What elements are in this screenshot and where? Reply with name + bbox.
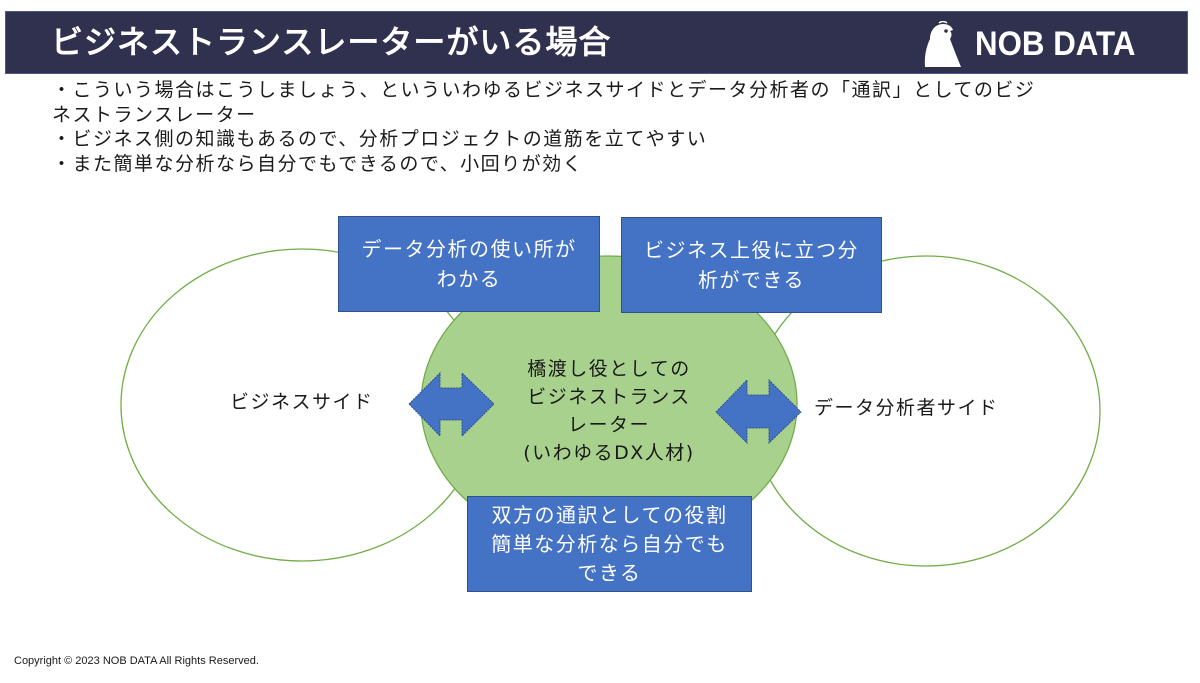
title-bar: ビジネストランスレーターがいる場合 NOB DATA [5,11,1188,74]
box-line: ビジネス上役に立つ分 [644,238,859,262]
translator-label: 橋渡し役としての ビジネストランス レーター (いわゆるDX人材) [500,355,718,467]
page-title: ビジネストランスレーターがいる場合 [51,23,612,61]
top-right-box: ビジネス上役に立つ分 析ができる [621,217,882,313]
box-line: 析ができる [697,268,806,292]
bullet-line: ・ビジネス側の知識もあるので、分析プロジェクトの道筋を立てやすい [52,128,708,150]
box-line: データ分析の使い所が [361,237,577,261]
bird-mascot-icon [924,21,961,67]
translator-label-line: レーター [567,414,650,436]
translator-label-line: ビジネストランス [527,386,691,408]
bullet-list: ・こういう場合はこうしましょう、といういわゆるビジネスサイドとデータ分析者の「通… [52,78,1162,176]
bullet-line: ・また簡単な分析なら自分でもできるので、小回りが効く [52,152,584,175]
box-line: 双方の通訳としての役割 [491,502,728,527]
copyright-text: Copyright © 2023 NOB DATA All Rights Res… [14,655,259,667]
box-line: わかる [436,267,502,291]
box-line: できる [577,560,642,585]
bottom-box: 双方の通訳としての役割 簡単な分析なら自分でも できる [467,496,752,592]
top-left-box: データ分析の使い所が わかる [338,216,600,312]
logo-text: NOB DATA [975,24,1136,63]
bullet-line: ・こういう場合はこうしましょう、といういわゆるビジネスサイドとデータ分析者の「通… [52,79,1036,101]
logo: NOB DATA [919,18,1149,70]
bullet-line: ネストランスレーター [52,103,257,126]
analyst-side-label: データ分析者サイド [814,397,999,419]
double-arrow-icon [715,378,802,445]
double-arrow-icon [408,371,495,438]
box-line: 簡単な分析なら自分でも [491,531,728,556]
translator-label-line: 橋渡し役としての [527,358,691,380]
translator-label-line: (いわゆるDX人材) [523,442,695,464]
business-side-label: ビジネスサイド [230,391,374,413]
